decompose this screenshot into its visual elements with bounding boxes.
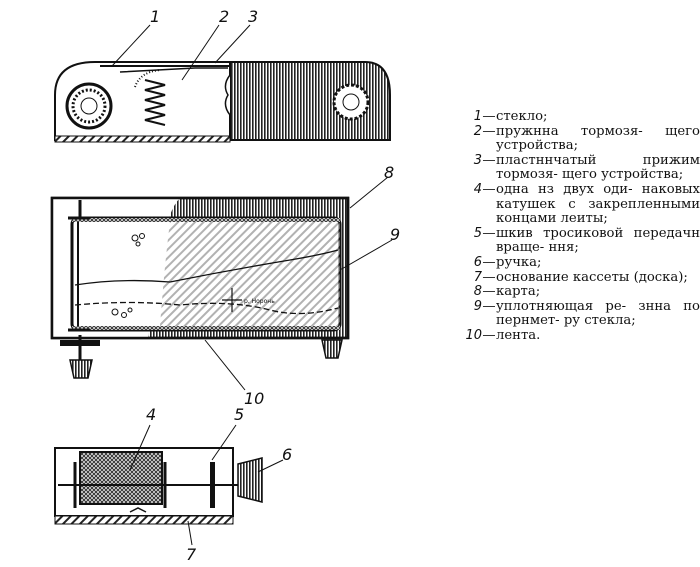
callout-6: 6: [282, 445, 292, 464]
foot-left: [69, 359, 93, 379]
callout-5: 5: [234, 405, 244, 424]
foot-right: [321, 339, 343, 359]
side-section-view: [54, 61, 391, 143]
legend-text: карта;: [496, 284, 541, 300]
callout-8: 8: [384, 163, 394, 182]
legend-item: 9—уплотняющая ре- знна по пернмет- ру ст…: [464, 298, 700, 329]
legend-dash: —: [482, 284, 496, 300]
legend-dash: —: [482, 181, 496, 197]
legend-dash: —: [482, 109, 496, 124]
callout-9: 9: [390, 225, 400, 244]
legend-dash: —: [482, 254, 496, 270]
brake-spring: [144, 79, 166, 126]
callout-3: 3: [248, 7, 258, 26]
map: [160, 222, 340, 326]
legend-dash: —: [482, 225, 496, 241]
legend-num: 10: [465, 327, 482, 343]
legend-dash: —: [482, 152, 496, 168]
tape-reel: [79, 451, 163, 505]
reel-section-view: [54, 447, 263, 525]
legend-item: 2—пружнна тормозя- щего устройства;: [464, 123, 700, 154]
callout-2: 2: [219, 7, 229, 26]
pulley-shaft: [60, 335, 100, 360]
cassette-drawing: р. Норонь: [50, 7, 400, 564]
reel-right: [332, 83, 370, 121]
legend-num: 7: [473, 269, 482, 285]
legend-item: 3—пластннчатый прижим тормозя- щего устр…: [464, 152, 700, 183]
legend-num: 2: [473, 123, 482, 139]
legend-item: 8—карта;: [464, 285, 700, 300]
reel-left: [65, 82, 113, 130]
legend-text: пластннчатый прижим тормозя- щего устрой…: [496, 152, 700, 183]
legend-dash: —: [482, 123, 496, 139]
legend-dash: —: [482, 327, 496, 343]
legend-text: пружнна тормозя- щего устройства;: [496, 123, 700, 154]
handle-knob: [237, 457, 263, 503]
legend-item: 4—одна нз двух оди- наковых катушек с за…: [464, 181, 700, 227]
legend-num: 5: [473, 225, 482, 241]
legend-text: уплотняющая ре- знна по пернмет- ру стек…: [496, 298, 700, 329]
legend-num: 8: [473, 284, 482, 300]
legend-num: 6: [473, 254, 482, 270]
legend-text: шкив тросиковой передачн враще- ння;: [496, 225, 700, 256]
legend-num: 4: [473, 181, 482, 197]
legend-num: 3: [473, 152, 482, 168]
legend-text: ручка;: [496, 254, 542, 270]
legend-dash: —: [482, 298, 496, 314]
legend-num: 1: [473, 109, 482, 124]
callout-10: 10: [244, 389, 264, 408]
callout-7: 7: [186, 545, 197, 564]
legend-text: одна нз двух оди- наковых катушек с закр…: [496, 181, 700, 227]
callout-1: 1: [150, 7, 160, 26]
pulley: [210, 462, 215, 508]
legend-item: 5—шкив тросиковой передачн враще- ння;: [464, 225, 700, 256]
legend-item: 10—лента.: [464, 327, 700, 344]
legend-text: основание кассеты (доска);: [496, 269, 688, 285]
legend-item: 7—основание кассеты (доска);: [464, 269, 700, 286]
legend-text: стекло;: [496, 109, 548, 124]
callout-4: 4: [146, 405, 156, 424]
legend: 1—стекло; 2—пружнна тормозя- щего устрой…: [464, 109, 700, 344]
legend-dash: —: [482, 269, 496, 285]
legend-num: 9: [473, 298, 482, 314]
legend-item: 6—ручка;: [464, 254, 700, 271]
map-river-label: р. Норонь: [244, 298, 275, 305]
legend-text: лента.: [496, 327, 541, 343]
legend-item: 1—стекло;: [464, 109, 700, 125]
plan-view: р. Норонь: [50, 196, 350, 379]
